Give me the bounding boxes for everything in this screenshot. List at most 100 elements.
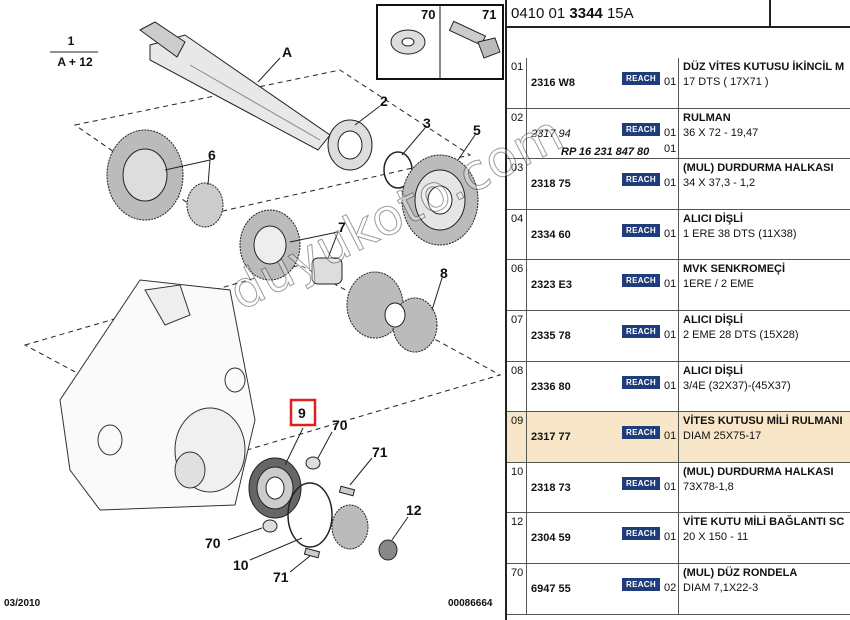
part-reference[interactable]: 2316 W8 [531,77,576,89]
part-specification: 3/4E (32X37)-(45X37) [683,379,791,392]
inset-bolt-icon [448,20,501,59]
callout-7[interactable]: 7 [338,219,346,235]
part-reference[interactable]: 2317 77 [531,431,571,444]
callout-2[interactable]: 2 [380,93,388,109]
reach-badge: REACH [622,426,660,440]
inset-label-70[interactable]: 70 [421,7,435,22]
row-index: 07 [507,311,527,361]
part-alt-reference[interactable]: RP 16 231 847 80 [561,145,650,158]
callout-70-upper[interactable]: 70 [332,417,348,433]
part-description: ALICI DİŞLİ [683,212,743,225]
reach-badge: REACH [622,375,660,389]
part-quantity: 01 [664,126,677,139]
reach-badge: REACH [622,223,660,237]
reach-badge: REACH [622,274,660,288]
part-row[interactable]: 01 2316 W8 REACH 01 DÜZ VİTES KUTUSU İKİNCİL… [507,58,850,109]
reach-badge: REACH [622,578,660,591]
part-reference[interactable]: 2336 80 [531,380,571,393]
bolt-icon [303,485,356,559]
callout-71-lower[interactable]: 71 [273,569,289,585]
callout-70-lower[interactable]: 70 [205,535,221,551]
part-description: ALICI DİŞLİ [683,314,743,326]
part-description: (MUL) DÜZ RONDELA [683,567,798,579]
row-index: 01 [507,58,527,108]
part-quantity: 01 [664,227,677,240]
retaining-ring-icon [287,482,333,548]
ratio-top: 1 [68,34,75,48]
callout-12[interactable]: 12 [406,502,422,518]
part-specification: DIAM 7,1X22-3 [683,582,759,594]
gearbox-housing-icon [59,279,256,511]
callout-6[interactable]: 6 [208,147,216,163]
reach-badge: REACH [622,325,660,338]
part-reference[interactable]: 2317 94 [531,127,571,140]
callout-3[interactable]: 3 [423,115,431,131]
synchro-gear-icon [106,129,224,228]
callout-5[interactable]: 5 [473,122,481,138]
reach-badge: REACH [622,476,660,490]
part-description: (MUL) DURDURMA HALKASI [683,465,834,478]
part-quantity: 01 [664,379,677,392]
part-specification: DIAM 25X75-17 [683,430,762,443]
part-specification: 73X78-1,8 [683,480,734,493]
exploded-diagram: 1 A + 12 A 2 3 5 6 7 8 9 70 71 12 70 10 … [4,4,504,609]
part-specification: 36 X 72 - 19,47 [683,126,759,139]
part-row[interactable]: 07 2335 78 REACH 01 ALICI DİŞLİ 2 EME 28 DTS … [507,311,850,362]
part-quantity-alt: 01 [664,142,677,155]
row-index: 12 [507,513,527,563]
row-index: 03 [507,159,527,209]
parts-list-panel: 0410 01 3344 15A 01 2316 W8 REACH 01 DÜZ VİT… [505,0,850,620]
part-quantity: 01 [664,76,677,88]
part-reference[interactable]: 6947 55 [531,583,571,595]
gear-icon [401,154,479,246]
header-prefix: 0410 01 [511,5,566,22]
part-specification: 2 EME 28 DTS (15X28) [683,329,799,341]
part-specification: 1ERE / 2 EME [683,278,754,291]
bearing-icon [327,119,373,171]
part-specification: 34 X 37,3 - 1,2 [683,177,756,190]
part-description: (MUL) DURDURMA HALKASI [683,162,834,175]
part-row[interactable]: 04 2334 60 REACH 01 ALICI DİŞLİ 1 ERE 38 DTS … [507,209,850,261]
part-reference[interactable]: 2323 E3 [531,279,572,292]
part-reference[interactable]: 2334 60 [531,228,571,241]
callout-a[interactable]: A [282,44,292,60]
part-quantity: 02 [664,582,677,594]
part-description: DÜZ VİTES KUTUSU İKİNCİL M [683,61,845,73]
part-description: RULMAN [683,111,731,124]
part-quantity: 01 [664,480,677,493]
callout-8[interactable]: 8 [440,265,448,281]
diagram-date: 03/2010 [4,598,41,609]
part-description: MVK SENKROMEÇİ [683,263,786,276]
leader-lines [50,51,476,573]
callout-71-upper[interactable]: 71 [372,444,388,460]
part-reference[interactable]: 2335 78 [531,330,571,342]
part-quantity: 01 [664,329,677,341]
washer-icon [305,456,321,470]
part-description: ALICI DİŞLİ [683,364,743,377]
row-index: 04 [507,209,527,260]
callout-10[interactable]: 10 [233,557,249,573]
header-suffix: 15A [606,5,634,22]
inset-label-71[interactable]: 71 [482,7,496,22]
part-row[interactable]: 10 2318 73 REACH 01 (MUL) DURDURMA HALKASI 73… [507,462,850,514]
gear-cluster-icon [346,271,438,353]
callout-9[interactable]: 9 [298,405,306,421]
diagram-drawing: 1 A + 12 A 2 3 5 6 7 8 9 70 71 12 70 10 … [4,4,504,609]
part-reference[interactable]: 2318 73 [531,481,571,494]
row-index: 10 [507,462,527,513]
reach-badge: REACH [622,527,660,541]
reach-badge: REACH [622,72,660,85]
fastener-inset [376,4,504,80]
part-reference[interactable]: 2318 75 [531,178,571,191]
receiver-gear-icon [239,209,343,285]
part-specification: 1 ERE 38 DTS (11X38) [683,227,797,240]
part-reference[interactable]: 2304 59 [531,532,571,545]
parts-list-header: 0410 01 3344 15A [507,0,850,28]
